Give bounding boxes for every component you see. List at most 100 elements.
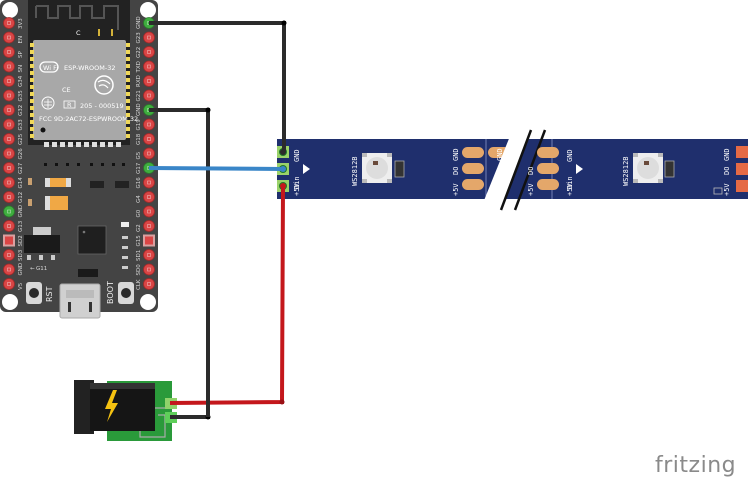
module-pad — [30, 120, 34, 124]
extra-pin-label: ← — [30, 266, 35, 272]
header-pin[interactable] — [143, 176, 155, 189]
end-gnd-label: GND — [723, 148, 731, 161]
header-pin[interactable] — [3, 60, 15, 73]
header-pin[interactable] — [3, 191, 15, 203]
module-pad — [60, 142, 65, 147]
pin-mark — [147, 195, 151, 199]
pin-mark — [147, 224, 151, 228]
header-pin[interactable] — [3, 162, 15, 174]
header-pin[interactable] — [3, 104, 15, 116]
output-gnd-label: GND — [452, 148, 460, 161]
espressif-logo — [94, 75, 114, 95]
pin-label: G21 — [136, 90, 142, 101]
board-components — [24, 163, 129, 277]
header-pin[interactable] — [3, 263, 15, 276]
wire-bend — [279, 399, 285, 405]
wire-gnd-esp-to-jack[interactable] — [149, 108, 210, 419]
pin-mark — [147, 253, 151, 257]
pin-mark — [7, 282, 11, 286]
module-pad — [30, 85, 34, 89]
wire-data-g17-to-din[interactable] — [148, 166, 284, 171]
wires — [148, 20, 287, 420]
header-pin[interactable] — [143, 220, 155, 232]
header-pin[interactable] — [3, 89, 15, 102]
header-pin[interactable] — [3, 147, 15, 160]
boot-button[interactable] — [118, 282, 134, 304]
header-pin[interactable] — [3, 46, 15, 58]
wire-end — [280, 149, 286, 155]
pin-mark — [7, 151, 11, 156]
pin-label: G2 — [136, 224, 142, 232]
header-pin[interactable] — [143, 147, 155, 160]
data-direction-arrow — [303, 164, 310, 174]
header-pin[interactable] — [143, 278, 155, 290]
header-pin[interactable] — [143, 191, 155, 203]
strip-break-marker — [480, 129, 547, 211]
header-pin[interactable] — [143, 205, 155, 218]
header-pin[interactable] — [3, 278, 15, 290]
rst-button[interactable] — [26, 282, 42, 304]
capacitor — [48, 196, 68, 210]
header-pin[interactable] — [3, 118, 15, 131]
transistor — [90, 181, 104, 188]
module-pad — [84, 142, 89, 147]
header-pin[interactable] — [143, 89, 155, 102]
header-pin[interactable] — [143, 60, 155, 73]
fcc-id: FCC 9D:2AC72-ESPWROOM 32 — [39, 115, 138, 123]
header-pin[interactable] — [3, 75, 15, 87]
jack-housing-back — [74, 380, 94, 434]
pin-label: SD1 — [136, 250, 142, 261]
header-pin[interactable] — [143, 133, 155, 145]
header-pin[interactable] — [143, 46, 155, 58]
pin-mark — [7, 166, 11, 170]
header-pin[interactable] — [143, 75, 155, 87]
micro-usb-port[interactable] — [59, 283, 101, 319]
pin-label: G23 — [136, 32, 142, 44]
wire-power-jack-to-5v[interactable] — [169, 185, 285, 405]
module-pad — [30, 127, 34, 131]
dc-power-jack[interactable] — [74, 380, 177, 441]
header-pin[interactable] — [143, 118, 155, 131]
header-pin[interactable] — [3, 205, 15, 218]
wire-gnd-esp-to-strip[interactable] — [149, 21, 286, 152]
pin-label: G35 — [18, 90, 24, 102]
seg2-do-label: DO — [527, 167, 535, 175]
pin-label: G12 — [18, 192, 24, 203]
module-pad — [30, 92, 34, 96]
header-pin[interactable] — [3, 17, 15, 29]
esp32-board[interactable]: C Wi Fi ESP-WROOM-32 CE R 205 - 000519 F… — [0, 0, 158, 319]
header-pin[interactable] — [3, 133, 15, 145]
module-pad — [30, 99, 34, 103]
end-pads[interactable] — [736, 146, 748, 192]
pin-label: TXD — [136, 61, 142, 73]
module-pad — [108, 142, 113, 147]
pin-mark — [147, 79, 151, 83]
chip-label: WS2812B — [351, 156, 359, 186]
ws2812b-led — [362, 153, 405, 183]
header-pin[interactable] — [3, 220, 15, 232]
module-pad — [126, 43, 130, 47]
seg2-input-gnd-label: GND — [496, 148, 504, 161]
pin-mark — [147, 267, 151, 272]
module-pad — [126, 57, 130, 61]
module-pad — [30, 134, 34, 138]
pin-mark — [147, 122, 151, 127]
transistor — [115, 181, 129, 188]
header-pin[interactable] — [3, 249, 15, 261]
wire-end — [280, 166, 286, 172]
header-pin[interactable] — [3, 176, 15, 189]
left-header-pins: 3V3ENSPSNG34G35G32G33G25G26G27G14G12GNDG… — [3, 17, 24, 290]
header-pin[interactable] — [143, 263, 155, 276]
input-5v-label: +5V — [293, 183, 301, 196]
pin-label: GND — [136, 103, 142, 116]
module-pad — [92, 142, 97, 147]
mounting-hole — [2, 2, 18, 18]
header-pin[interactable] — [143, 31, 155, 44]
input-din-label: Din — [293, 176, 301, 189]
header-pin[interactable] — [3, 31, 15, 44]
wifi-logo-text: Wi Fi — [43, 64, 58, 72]
antenna-label: C — [76, 29, 81, 37]
header-pin[interactable] — [143, 249, 155, 261]
pin-mark — [7, 79, 11, 83]
led-strip[interactable]: +5V Din GND WS2812B +5V DO GND +5V GND — [277, 129, 748, 211]
